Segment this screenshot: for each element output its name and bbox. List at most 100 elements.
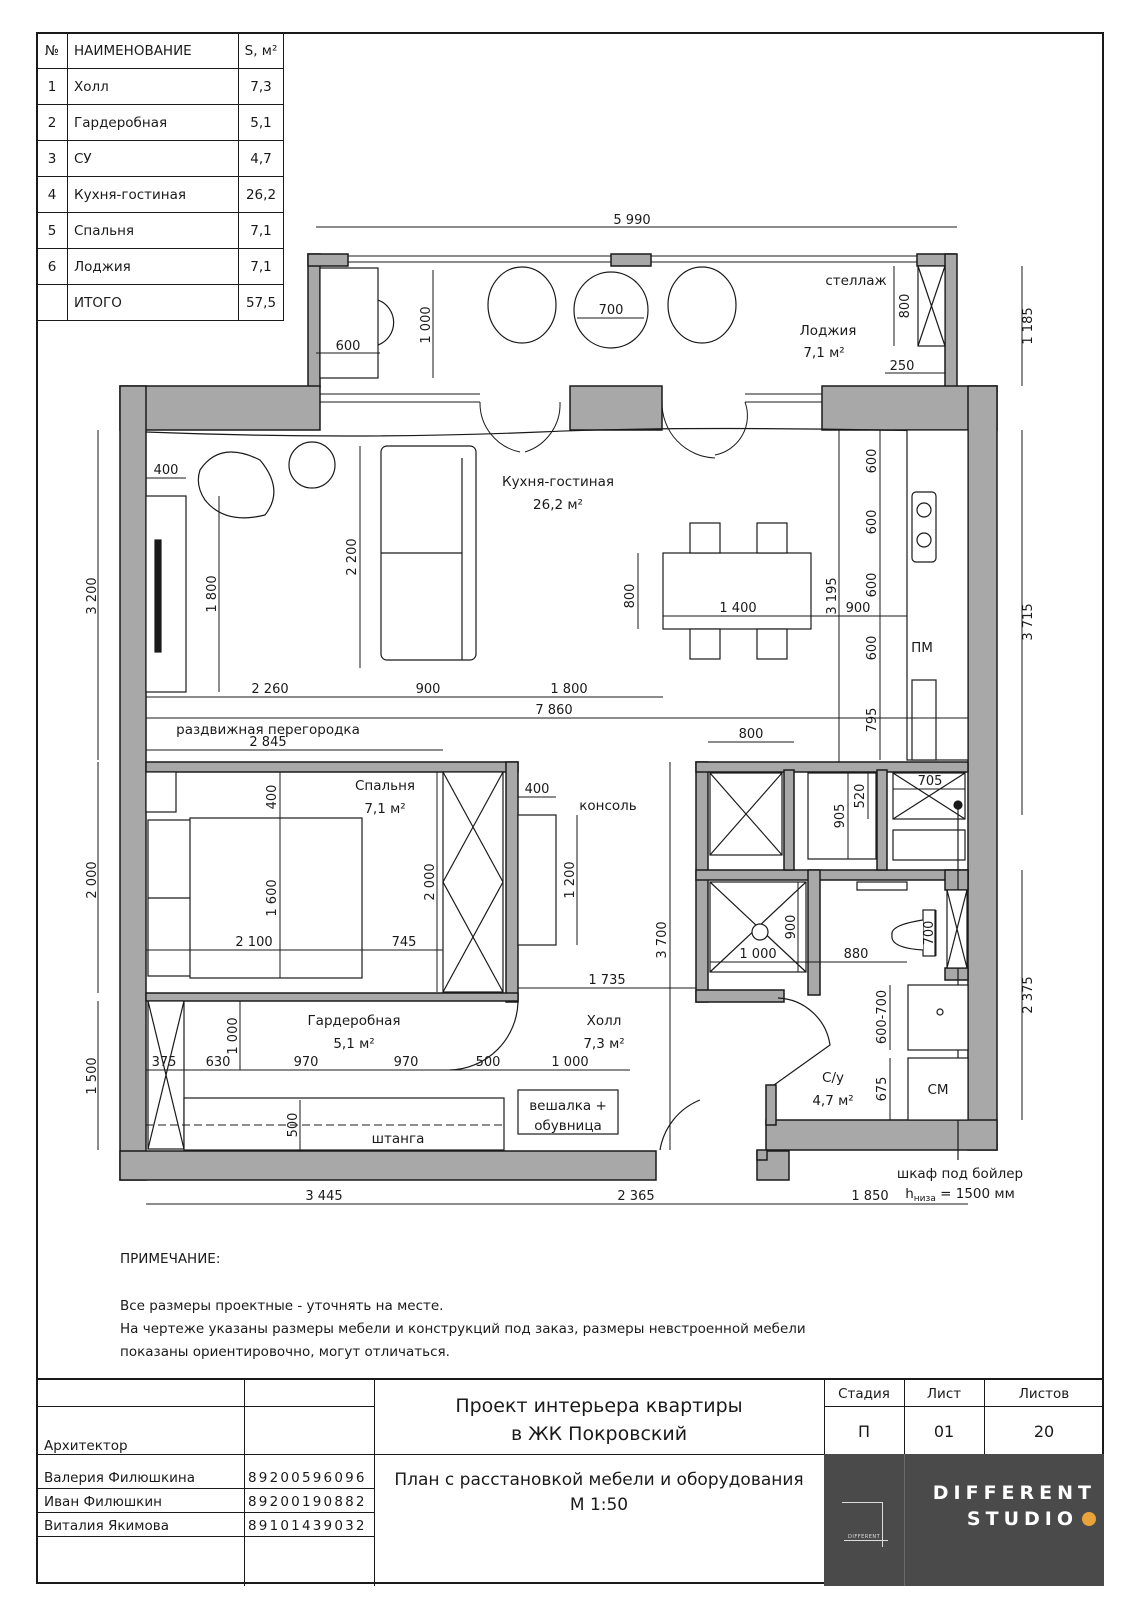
dim-text: 800 <box>739 727 764 742</box>
loggia-furniture <box>319 265 946 379</box>
sheet-label: Лист <box>926 1386 962 1402</box>
chair <box>756 628 788 660</box>
row-number: 3 <box>36 140 68 177</box>
label-rail: штанга <box>372 1131 425 1147</box>
dim-text: 1 800 <box>550 682 587 697</box>
dim-text: 745 <box>392 935 417 950</box>
dim-text: 2 845 <box>249 735 286 750</box>
chair <box>487 266 557 344</box>
room-area-kitchen: 26,2 м² <box>533 497 583 513</box>
dim-text: 2 200 <box>345 538 360 575</box>
row-area: 7,3 <box>238 68 284 105</box>
note-line: Все размеры проектные - уточнять на мест… <box>120 1298 444 1314</box>
room-name-wardrobe: Гардеробная <box>307 1013 400 1029</box>
dim-text: 900 <box>416 682 441 697</box>
dim-text: 2 000 <box>423 863 438 900</box>
room-name-bath: С/у <box>822 1070 844 1086</box>
person-phone: 89101439032 <box>248 1518 367 1534</box>
dim-text: 800 <box>623 584 638 609</box>
bed <box>189 817 363 979</box>
dim-text: 1 735 <box>588 973 625 988</box>
dim-text: 1 000 <box>419 306 434 343</box>
sheet-title-text: План с расстановкой мебели и оборудовани… <box>394 1470 804 1490</box>
sink <box>911 679 937 761</box>
tv <box>154 539 162 653</box>
dim-text: 600 <box>865 449 880 474</box>
dim-text: 2 365 <box>617 1189 654 1204</box>
bedroom-furniture <box>145 771 831 1151</box>
note-line: На чертеже указаны размеры мебели и конс… <box>120 1321 806 1337</box>
wall <box>967 385 998 1151</box>
washing-machine <box>907 1057 969 1121</box>
chair <box>689 522 721 554</box>
dim-text: 400 <box>154 463 179 478</box>
sheets-label: Листов <box>1018 1386 1070 1402</box>
dim-text: 520 <box>853 784 868 809</box>
towel-rail <box>856 881 908 891</box>
chair <box>756 522 788 554</box>
dim-text: 700 <box>922 921 937 946</box>
dim-text: 600 <box>865 636 880 661</box>
wall <box>876 769 888 871</box>
dim-text: 1 400 <box>719 601 756 616</box>
person-name: Иван Филюшкин <box>44 1494 162 1510</box>
hanger-shoe-rack <box>517 1089 619 1135</box>
row-name: Спальня <box>67 212 239 249</box>
room-name-kitchen: Кухня-гостиная <box>502 474 614 490</box>
floor-plan: 5 990 600 1 000 700 800 250 1 185 400 1 … <box>85 213 1036 1205</box>
bath-fixtures <box>709 772 969 1160</box>
dim-text: 705 <box>918 774 943 789</box>
title-block: Архитектор Валерия Филюшкина 89200596096… <box>36 1378 1104 1586</box>
wall <box>307 253 349 267</box>
studio-logo: DIFFERENT DIFFERENT STUDIO <box>824 1454 1104 1586</box>
label-shelving: стеллаж <box>825 273 886 289</box>
dim-text: 630 <box>206 1055 231 1070</box>
dim-text: 700 <box>599 303 624 318</box>
room-name-bedroom: Спальня <box>355 778 415 794</box>
label-hanger-line2: обувница <box>534 1118 602 1134</box>
dim-text: 500 <box>476 1055 501 1070</box>
role-label: Архитектор <box>44 1438 128 1454</box>
dim-text: 1 600 <box>265 879 280 916</box>
col-header-area: S, м² <box>238 32 284 69</box>
wall <box>695 989 785 1003</box>
logo-line2: STUDIO <box>966 1508 1078 1530</box>
dimension-texts: 5 990 600 1 000 700 800 250 1 185 400 1 … <box>85 213 1036 1204</box>
dim-text: 970 <box>394 1055 419 1070</box>
room-area-loggia: 7,1 м² <box>803 345 844 361</box>
person-name: Валерия Филюшкина <box>44 1470 195 1486</box>
col-header-name: НАИМЕНОВАНИЕ <box>67 32 239 69</box>
windows <box>145 255 969 1152</box>
note-line: показаны ориентировочно, могут отличатьс… <box>120 1344 450 1360</box>
drawing-frame <box>36 32 1104 1584</box>
person-phone: 89200596096 <box>248 1470 367 1486</box>
wall <box>307 253 321 388</box>
dim-text: 2 000 <box>85 861 100 898</box>
notes: ПРИМЕЧАНИЕ: Все размеры проектные - уточ… <box>120 1248 806 1364</box>
logo-line1: DIFFERENT <box>932 1482 1096 1504</box>
logo-dot-icon <box>1082 1512 1096 1526</box>
room-area-hall: 7,3 м² <box>583 1036 624 1052</box>
toilet <box>891 919 924 951</box>
row-area: 26,2 <box>238 176 284 213</box>
wall <box>145 761 519 773</box>
chair <box>667 266 737 344</box>
dim-text: 970 <box>294 1055 319 1070</box>
wall <box>119 1150 657 1181</box>
dim-text: 2 260 <box>251 682 288 697</box>
notes-heading: ПРИМЕЧАНИЕ: <box>120 1251 221 1267</box>
stage-label: Стадия <box>838 1386 890 1402</box>
dim-text: 600 <box>865 510 880 535</box>
dim-text: 1 000 <box>739 947 776 962</box>
label-pm: ПМ <box>911 640 933 656</box>
wall <box>783 769 795 871</box>
dining-table <box>662 552 812 630</box>
row-area: 57,5 <box>238 284 284 321</box>
wall <box>505 761 519 1003</box>
room-area-bath: 4,7 м² <box>812 1093 853 1109</box>
dim-text: 7 860 <box>535 703 572 718</box>
room-labels: Лоджия 7,1 м² стеллаж Кухня-гостиная 26,… <box>176 273 1023 1204</box>
shelf <box>892 829 966 861</box>
